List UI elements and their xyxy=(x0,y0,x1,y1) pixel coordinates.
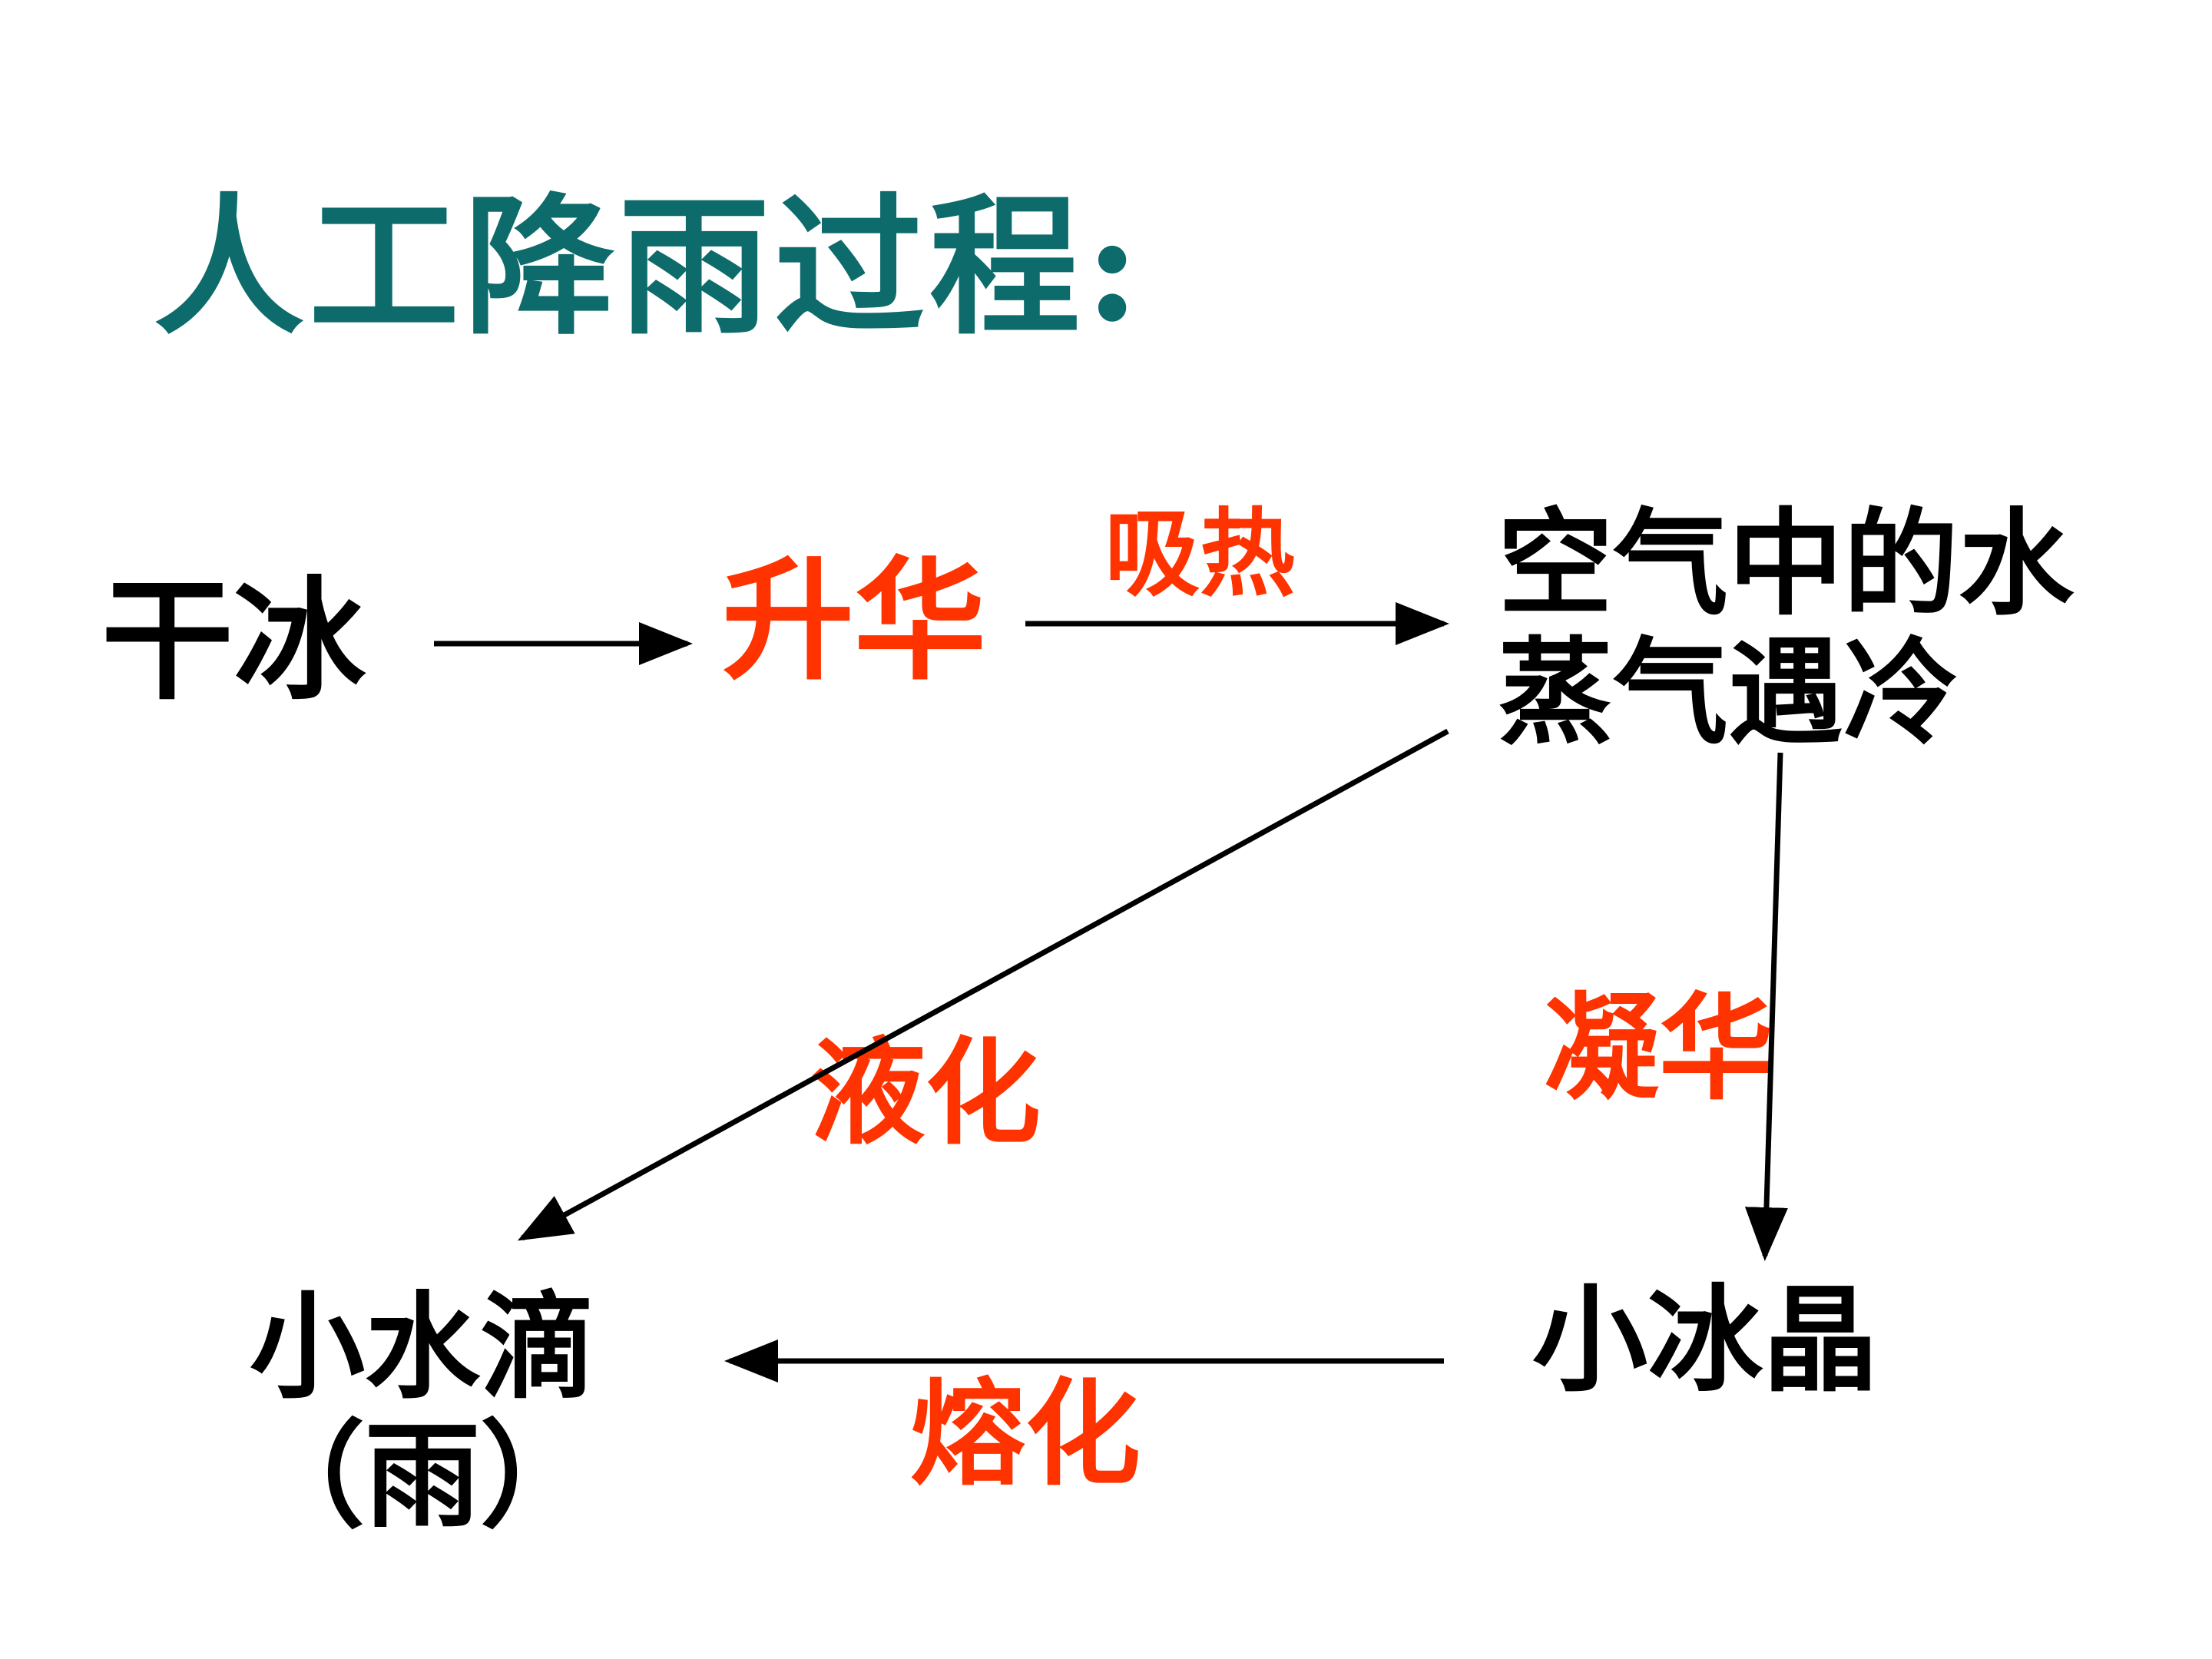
annotation-heat-absorb: 吸热 xyxy=(1104,498,1296,610)
process-deposition: 凝华 xyxy=(1544,981,1775,1116)
page-title: 人工降雨过程: xyxy=(154,179,1145,356)
node-water-droplet: 小水滴 （雨） xyxy=(250,1283,595,1541)
node-water-vapor: 空气中的水 蒸气遇冷 xyxy=(1498,499,2074,757)
process-melting: 熔化 xyxy=(910,1366,1141,1502)
node-water-droplet-line1: 小水滴 xyxy=(250,1280,596,1415)
process-sublimation: 升华 xyxy=(722,542,986,698)
process-liquefaction: 液化 xyxy=(810,1025,1041,1161)
arrow-vapor-to-droplet xyxy=(517,728,1449,1241)
node-water-vapor-line2: 蒸气遇冷 xyxy=(1498,625,1959,760)
node-water-vapor-line1: 空气中的水 xyxy=(1498,496,2075,631)
node-water-droplet-line2: （雨） xyxy=(250,1409,596,1544)
node-ice-crystal: 小冰晶 xyxy=(1532,1273,1879,1408)
node-dry-ice: 干冰 xyxy=(101,562,366,718)
